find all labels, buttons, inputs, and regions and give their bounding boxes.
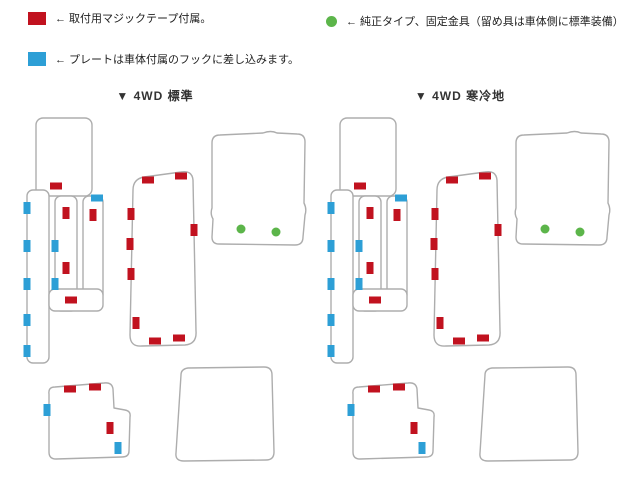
velcro-tape-marker	[369, 296, 381, 304]
hook-plate-marker	[43, 404, 51, 416]
velcro-tape-marker	[89, 383, 101, 391]
hook-plate-marker	[23, 278, 31, 290]
legend-clip-text: ← 純正タイプ、固定金具（留め具は車体側に標準装備）	[346, 16, 624, 28]
velcro-tape-marker	[62, 262, 70, 274]
hook-plate-marker	[347, 404, 355, 416]
hook-plate-marker	[23, 240, 31, 252]
velcro-tape-marker	[65, 296, 77, 304]
hook-plate-marker	[23, 314, 31, 326]
velcro-tape-marker	[477, 334, 489, 342]
velcro-tape-marker	[453, 337, 465, 345]
velcro-tape-marker	[393, 383, 405, 391]
velcro-tape-marker	[142, 176, 154, 184]
hook-plate-marker	[327, 278, 335, 290]
fixing-clip-marker	[271, 227, 281, 237]
legend-item-velcro: ← 取付用マジックテープ付属。	[28, 10, 211, 26]
velcro-tape-marker	[431, 268, 439, 280]
section-4wd-standard-diagram	[23, 117, 307, 462]
velcro-tape-marker	[430, 238, 438, 250]
velcro-tape-marker	[479, 172, 491, 180]
section-title-4wd-cold: ▼ 4WD 寒冷地	[414, 89, 506, 103]
velcro-tape-marker	[368, 385, 380, 393]
velcro-tape-marker	[132, 317, 140, 329]
hook-plate-marker	[327, 314, 335, 326]
fixing-clip-marker	[575, 227, 585, 237]
hook-plate-marker	[327, 202, 335, 214]
markers-layer-standard	[23, 172, 281, 454]
velcro-tape-marker	[431, 208, 439, 220]
mat-set-instance	[26, 117, 307, 462]
velcro-tape-swatch-icon	[28, 11, 46, 25]
legend-item-fixing-clip: ← 純正タイプ、固定金具（留め具は車体側に標準装備）	[326, 13, 624, 29]
velcro-tape-marker	[149, 337, 161, 345]
velcro-tape-marker	[393, 209, 401, 221]
fixing-clip-marker	[540, 224, 550, 234]
section-title-4wd-standard: ▼ 4WD 標準	[116, 89, 194, 103]
velcro-tape-marker	[446, 176, 458, 184]
velcro-tape-marker	[127, 268, 135, 280]
markers-layer-cold	[327, 172, 585, 454]
velcro-tape-marker	[354, 182, 366, 190]
velcro-tape-marker	[173, 334, 185, 342]
velcro-tape-marker	[366, 262, 374, 274]
velcro-tape-marker	[127, 208, 135, 220]
mat-set-instance	[330, 117, 611, 462]
velcro-tape-marker	[494, 224, 502, 236]
hook-plate-marker	[395, 194, 407, 202]
velcro-tape-marker	[410, 422, 418, 434]
legend-velcro-text: ← 取付用マジックテープ付属。	[55, 13, 212, 25]
hook-plate-marker	[355, 278, 363, 290]
hook-plate-marker	[418, 442, 426, 454]
hook-plate-marker	[327, 240, 335, 252]
velcro-tape-marker	[89, 209, 97, 221]
velcro-tape-marker	[190, 224, 198, 236]
legend-plate-text: ← プレートは車体付属のフックに差し込みます。	[55, 54, 299, 66]
velcro-tape-marker	[126, 238, 134, 250]
velcro-tape-marker	[175, 172, 187, 180]
hook-plate-swatch-icon	[28, 52, 46, 66]
velcro-tape-marker	[436, 317, 444, 329]
velcro-tape-marker	[106, 422, 114, 434]
hook-plate-marker	[114, 442, 122, 454]
hook-plate-marker	[51, 240, 59, 252]
hook-plate-marker	[327, 345, 335, 357]
fixing-clip-swatch-icon	[326, 15, 337, 27]
hook-plate-marker	[355, 240, 363, 252]
velcro-tape-marker	[64, 385, 76, 393]
legend-item-hook-plate: ← プレートは車体付属のフックに差し込みます。	[28, 51, 299, 67]
fixing-clip-marker	[236, 224, 246, 234]
velcro-tape-marker	[50, 182, 62, 190]
hook-plate-marker	[23, 345, 31, 357]
section-4wd-cold-diagram	[327, 117, 611, 462]
mat-diagrams-canvas	[23, 117, 611, 462]
hook-plate-marker	[51, 278, 59, 290]
hook-plate-marker	[23, 202, 31, 214]
hook-plate-marker	[91, 194, 103, 202]
velcro-tape-marker	[366, 207, 374, 219]
velcro-tape-marker	[62, 207, 70, 219]
